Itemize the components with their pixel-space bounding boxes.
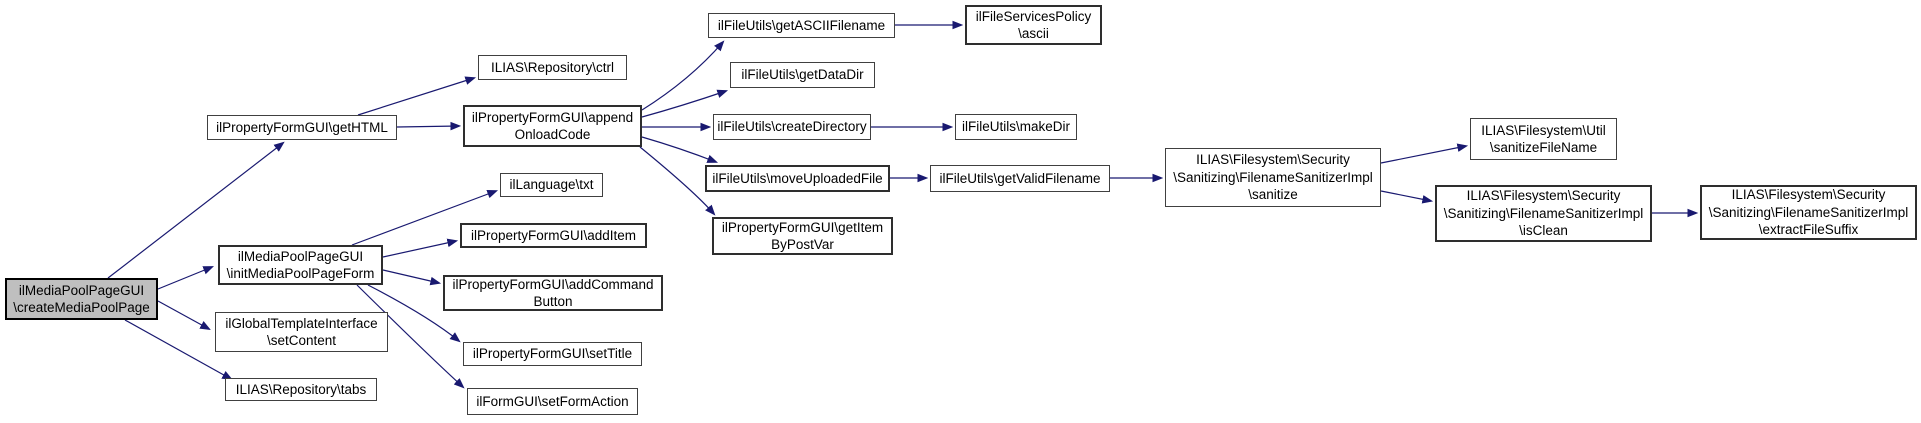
node-label-line: ilFileUtils\moveUploadedFile	[712, 170, 883, 186]
node-label-line: \initMediaPoolPageForm	[226, 266, 375, 281]
node-label-line: OnloadCode	[514, 127, 591, 142]
edge-createMediaPoolPage-to-getHTML	[107, 141, 285, 279]
edge-getHTML-to-repository-ctrl	[357, 76, 477, 116]
node-getASCIIFilename[interactable]: ilFileUtils\getASCIIFilename	[708, 13, 895, 38]
edge-appendOnloadCode-to-getASCIIFilename	[641, 40, 725, 111]
edge-appendOnloadCode-to-getDataDir	[641, 89, 729, 118]
node-ascii[interactable]: ilFileServicesPolicy \ascii	[965, 5, 1102, 45]
node-label-line: ilFileServicesPolicy	[975, 8, 1092, 24]
node-label-line: ilFileUtils\getDataDir	[741, 67, 864, 83]
node-getValidFilename[interactable]: ilFileUtils\getValidFilename	[930, 165, 1110, 192]
node-repository-tabs[interactable]: ILIAS\Repository\tabs	[225, 378, 377, 401]
node-label-line: ilMediaPoolPageGUI	[18, 282, 145, 298]
node-label-line: ilPropertyFormGUI\addItem	[470, 227, 637, 243]
edge-createMediaPoolPage-to-initMediaPoolPageForm	[157, 266, 215, 290]
edge-sanitize-to-isClean	[1380, 190, 1434, 204]
node-label-line: ilGlobalTemplateInterface	[225, 315, 378, 331]
node-label-line: ilPropertyFormGUI\append	[471, 109, 634, 125]
node-label-line: \isClean	[1519, 223, 1568, 239]
node-label-line: ILIAS\Filesystem\Util	[1481, 122, 1606, 138]
edge-initMediaPoolPageForm-to-setFormAction	[356, 284, 465, 389]
node-label-line: ilFileUtils\getASCIIFilename	[717, 17, 886, 33]
edge-getHTML-to-appendOnloadCode	[396, 121, 462, 131]
edge-initMediaPoolPageForm-to-addCommandButton	[382, 269, 442, 286]
node-sanitize[interactable]: ILIAS\Filesystem\Security\Sanitizing\Fil…	[1165, 148, 1381, 207]
node-label-line: ilPropertyFormGUI\addCommand	[452, 276, 654, 292]
node-label-line: ilPropertyFormGUI\setTitle	[472, 346, 633, 362]
node-label-line: \Sanitizing\FilenameSanitizerImpl	[1173, 169, 1373, 185]
node-moveUploadedFile[interactable]: ilFileUtils\moveUploadedFile	[705, 165, 890, 192]
node-makeDir[interactable]: ilFileUtils\makeDir	[955, 114, 1077, 140]
node-label-line: \createMediaPoolPage	[13, 300, 150, 315]
node-label-line: ilPropertyFormGUI\getHTML	[216, 119, 388, 135]
node-label-line: ILIAS\Filesystem\Security	[1196, 152, 1350, 168]
node-initMediaPoolPageForm[interactable]: ilMediaPoolPageGUI \initMediaPoolPageForm	[218, 245, 383, 285]
edge-createMediaPoolPage-to-setContent	[157, 300, 211, 331]
node-setFormAction[interactable]: ilFormGUI\setFormAction	[467, 388, 638, 415]
node-label-line: ILIAS\Repository\tabs	[235, 381, 367, 397]
node-label-line: \ascii	[1018, 26, 1049, 41]
node-createDirectory[interactable]: ilFileUtils\createDirectory	[713, 114, 871, 140]
edge-createMediaPoolPage-to-repository-tabs	[124, 319, 233, 381]
node-label-line: \sanitize	[1248, 187, 1298, 203]
node-label-line: ilMediaPoolPageGUI	[237, 248, 364, 264]
node-label-line: \Sanitizing\FilenameSanitizerImpl	[1443, 205, 1644, 221]
node-sanitizeFileName[interactable]: ILIAS\Filesystem\Util \sanitizeFileName	[1470, 118, 1617, 160]
node-isClean[interactable]: ILIAS\Filesystem\Security\Sanitizing\Fil…	[1435, 185, 1652, 242]
node-label-line: ILIAS\Filesystem\Security	[1731, 187, 1886, 203]
node-label-line: Button	[533, 294, 573, 309]
edge-sanitize-to-sanitizeFileName	[1380, 143, 1469, 164]
node-label-line: ilFileUtils\makeDir	[961, 119, 1070, 135]
node-label-line: \Sanitizing\FilenameSanitizerImpl	[1708, 204, 1909, 220]
node-label-line: ilFileUtils\getValidFilename	[939, 170, 1101, 186]
node-getHTML[interactable]: ilPropertyFormGUI\getHTML	[207, 115, 397, 140]
node-repository-ctrl[interactable]: ILIAS\Repository\ctrl	[478, 55, 627, 80]
node-label-line: ByPostVar	[771, 237, 834, 252]
edge-appendOnloadCode-to-moveUploadedFile	[641, 136, 719, 163]
node-extractFileSuffix[interactable]: ILIAS\Filesystem\Security\Sanitizing\Fil…	[1700, 185, 1917, 240]
node-label-line: \sanitizeFileName	[1489, 140, 1598, 155]
edge-initMediaPoolPageForm-to-lang-txt	[351, 189, 499, 246]
node-createMediaPoolPage: ilMediaPoolPageGUI \createMediaPoolPage	[5, 278, 158, 320]
node-setTitle[interactable]: ilPropertyFormGUI\setTitle	[463, 342, 642, 366]
node-setContent[interactable]: ilGlobalTemplateInterface \setContent	[215, 312, 388, 352]
edge-initMediaPoolPageForm-to-setTitle	[367, 284, 461, 343]
edge-appendOnloadCode-to-getItemByPostVar	[639, 146, 716, 216]
node-label-line: \setContent	[266, 333, 337, 348]
node-label-line: ILIAS\Repository\ctrl	[490, 59, 615, 75]
node-getDataDir[interactable]: ilFileUtils\getDataDir	[730, 62, 875, 88]
node-label-line: ilPropertyFormGUI\getItem	[721, 219, 884, 235]
node-label-line: ilLanguage\txt	[509, 177, 594, 193]
node-addItem[interactable]: ilPropertyFormGUI\addItem	[460, 223, 647, 248]
edge-initMediaPoolPageForm-to-addItem	[382, 238, 459, 258]
node-lang-txt[interactable]: ilLanguage\txt	[500, 173, 603, 197]
node-label-line: ILIAS\Filesystem\Security	[1466, 188, 1621, 204]
node-label-line: \extractFileSuffix	[1758, 222, 1859, 238]
node-label-line: ilFormGUI\setFormAction	[476, 393, 629, 409]
node-label-line: ilFileUtils\createDirectory	[717, 119, 867, 135]
